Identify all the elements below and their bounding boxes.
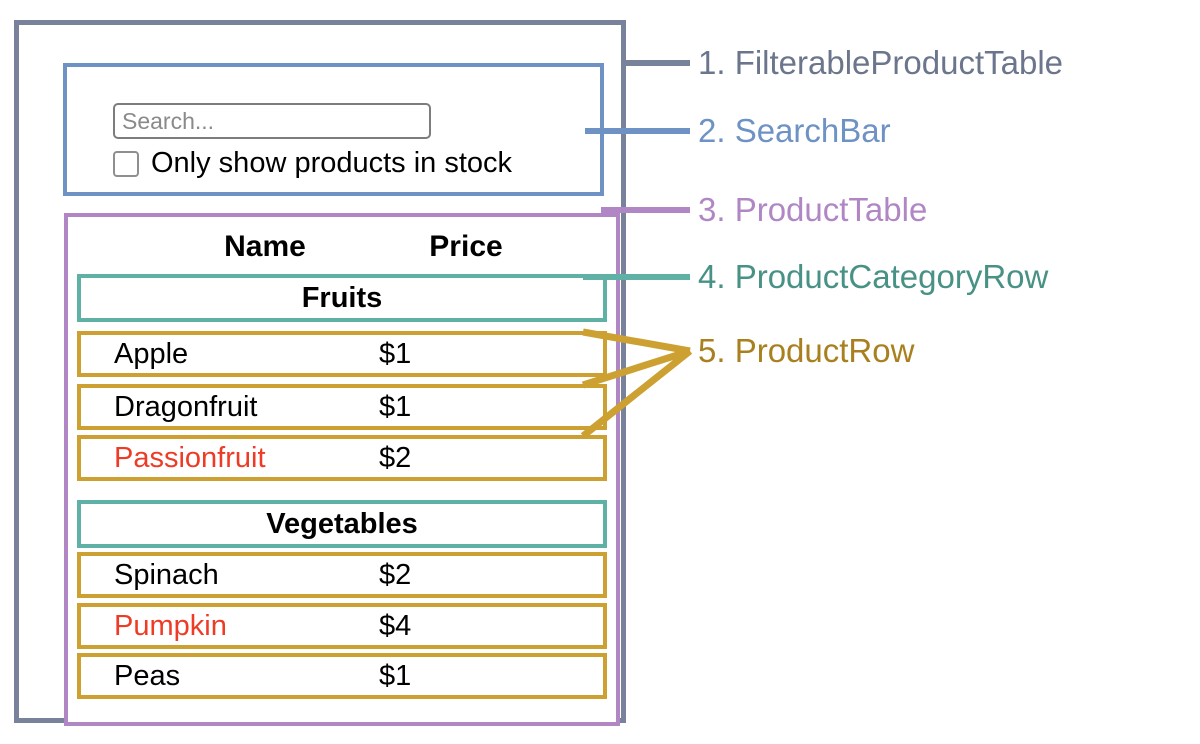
column-header-price: Price bbox=[429, 230, 503, 263]
product-row-pumpkin: Pumpkin $4 bbox=[77, 603, 607, 649]
product-price: $1 bbox=[379, 391, 412, 423]
search-bar-frame: Search... Only show products in stock bbox=[63, 63, 604, 196]
legend-item-product-category-row: 4. ProductCategoryRow bbox=[698, 258, 1049, 295]
product-category-row-vegetables: Vegetables bbox=[77, 500, 607, 548]
product-price: $2 bbox=[379, 559, 412, 591]
product-price: $2 bbox=[379, 442, 412, 474]
legend-item-filterable-product-table: 1. FilterableProductTable bbox=[698, 44, 1064, 81]
product-name: Peas bbox=[114, 660, 181, 692]
category-label: Vegetables bbox=[266, 508, 418, 540]
product-name: Spinach bbox=[114, 559, 219, 591]
product-name: Dragonfruit bbox=[114, 391, 258, 423]
search-input[interactable]: Search... bbox=[113, 103, 431, 139]
column-header-name: Name bbox=[224, 230, 306, 263]
product-name: Pumpkin bbox=[114, 610, 227, 642]
product-row-passionfruit: Passionfruit $2 bbox=[77, 435, 607, 481]
legend-item-product-row: 5. ProductRow bbox=[698, 332, 915, 369]
legend-item-product-table: 3. ProductTable bbox=[698, 191, 928, 228]
category-label: Fruits bbox=[301, 282, 383, 314]
product-table-header: Name Price bbox=[68, 225, 616, 269]
in-stock-checkbox-label: Only show products in stock bbox=[151, 147, 513, 179]
product-table-frame: Name Price Fruits Apple $1 Dragonfruit $… bbox=[64, 213, 620, 726]
product-row-apple: Apple $1 bbox=[77, 331, 607, 377]
product-row-peas: Peas $1 bbox=[77, 653, 607, 699]
product-price: $1 bbox=[379, 660, 412, 692]
in-stock-checkbox[interactable] bbox=[113, 150, 139, 177]
product-price: $1 bbox=[379, 338, 412, 370]
filterable-product-table-frame: Search... Only show products in stock Na… bbox=[14, 20, 626, 726]
product-price: $4 bbox=[379, 610, 412, 642]
in-stock-filter-row[interactable]: Only show products in stock bbox=[113, 149, 512, 178]
product-row-dragonfruit: Dragonfruit $1 bbox=[77, 384, 607, 430]
legend-item-search-bar: 2. SearchBar bbox=[698, 112, 891, 149]
product-row-spinach: Spinach $2 bbox=[77, 552, 607, 598]
product-name: Apple bbox=[114, 338, 189, 370]
product-name: Passionfruit bbox=[114, 442, 266, 474]
product-category-row-fruits: Fruits bbox=[77, 274, 607, 322]
